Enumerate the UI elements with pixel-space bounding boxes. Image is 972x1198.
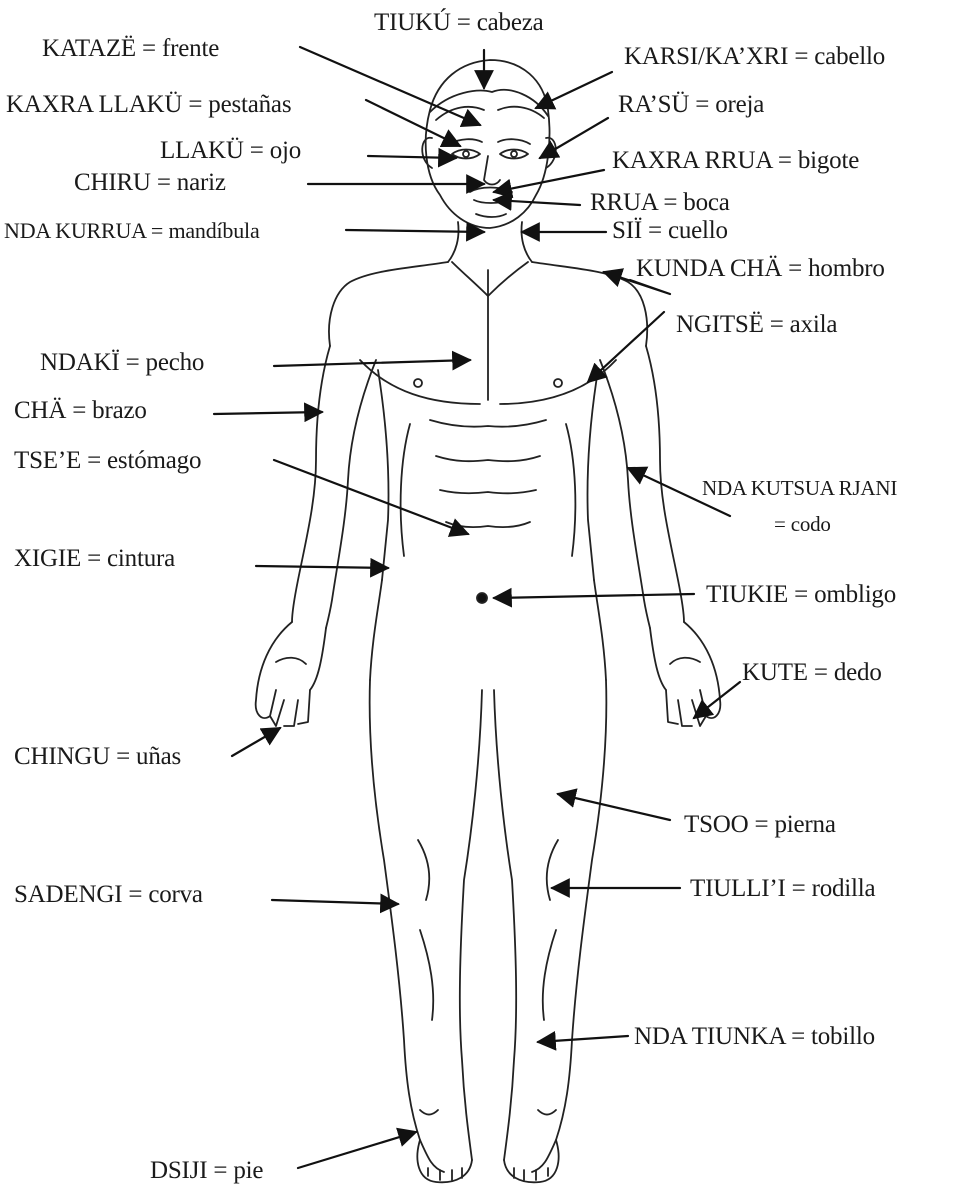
label-oreja: RA’SÜ = oreja [618, 92, 764, 117]
label-pierna: TSOO = pierna [684, 812, 836, 837]
arrow-frente [300, 47, 480, 125]
arrow-ojo [368, 156, 456, 158]
label-cabello: KARSI/KA’XRI = cabello [624, 44, 885, 69]
label-ombligo: TIUKIE = ombligo [706, 582, 896, 607]
arrow-tobillo [538, 1036, 628, 1042]
label-pestanas: KAXRA LLAKÜ = pestañas [6, 92, 291, 117]
label-corva: SADENGI = corva [14, 882, 203, 907]
label-codo-line1: NDA KUTSUA RJANI [702, 478, 897, 499]
arrow-ombligo [494, 594, 694, 598]
arrow-pestanas [366, 100, 460, 146]
label-cuello: SIÏ = cuello [612, 218, 728, 243]
label-tobillo: NDA TIUNKA = tobillo [634, 1024, 875, 1049]
label-cabeza: TIUKÚ = cabeza [374, 10, 544, 35]
label-unas: CHINGU = uñas [14, 744, 181, 769]
label-estomago: TSE’E = estómago [14, 448, 201, 473]
arrow-corva [272, 900, 398, 904]
torso-outline [329, 222, 647, 680]
arrow-dedo [694, 682, 740, 718]
legs-outline [370, 680, 607, 1182]
label-ojo: LLAKÜ = ojo [160, 138, 301, 163]
label-axila: NGITSË = axila [676, 312, 837, 337]
label-pecho: NDAKÏ = pecho [40, 350, 204, 375]
label-frente: KATAZË = frente [42, 36, 219, 61]
label-nariz: CHIRU = nariz [74, 170, 226, 195]
label-pie: DSIJI = pie [150, 1158, 263, 1183]
arrow-boca [494, 200, 580, 205]
label-codo-line2: = codo [774, 514, 831, 535]
arrow-brazo [214, 412, 322, 414]
label-brazo: CHÄ = brazo [14, 398, 147, 423]
arrow-mandibula [346, 230, 484, 232]
arms-outline [256, 346, 721, 726]
arrow-pie [298, 1132, 416, 1168]
label-hombro: KUNDA CHÄ = hombro [636, 256, 885, 281]
arrow-unas [232, 728, 280, 756]
label-boca: RRUA = boca [590, 190, 730, 215]
arrow-pecho [274, 360, 470, 366]
arrow-estomago [274, 460, 468, 534]
arrow-cintura [256, 566, 388, 568]
arrow-cabello [536, 72, 612, 108]
label-bigote: KAXRA RRUA = bigote [612, 148, 859, 173]
label-rodilla: TIULLI’I = rodilla [690, 876, 875, 901]
label-dedo: KUTE = dedo [742, 660, 882, 685]
arrow-pierna [558, 794, 670, 820]
label-cintura: XIGIE = cintura [14, 546, 175, 571]
arrow-bigote [494, 170, 604, 192]
label-mandibula: NDA KURRUA = mandíbula [4, 220, 260, 242]
